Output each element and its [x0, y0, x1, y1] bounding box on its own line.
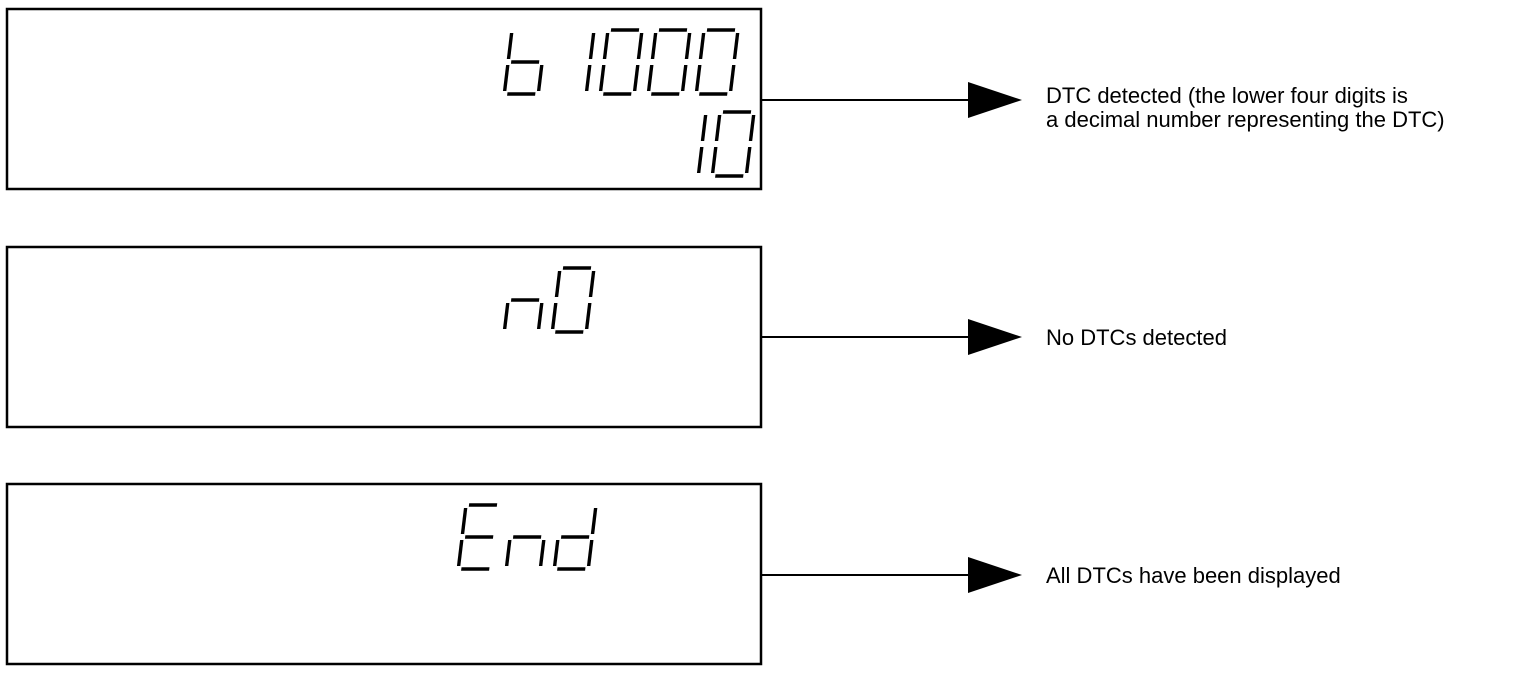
lcd-frame: [5, 7, 763, 191]
lcd-segment-c: [696, 147, 704, 173]
lcd-readout-line-2: [696, 110, 756, 178]
arrow-head-icon: [968, 319, 1022, 355]
lcd-segment-f: [714, 115, 722, 141]
lcd-segment-e: [694, 65, 702, 91]
display-panel-end: [5, 482, 1022, 666]
description-line-2: a decimal number representing the DTC): [1046, 107, 1445, 132]
lcd-glyph-0: [598, 28, 644, 96]
lcd-segment-e: [710, 147, 718, 173]
lcd-frame: [5, 245, 763, 429]
lcd-readout-line-1: [456, 503, 598, 571]
lcd-segment-c: [586, 540, 594, 566]
description-line-1: All DTCs have been displayed: [1046, 563, 1341, 588]
display-panel-dtc-detected: [5, 7, 1022, 191]
lcd-glyph-0: [694, 28, 740, 96]
lcd-segment-f: [698, 33, 706, 59]
lcd-segment-c: [744, 147, 752, 173]
lcd-glyph-1: [696, 115, 708, 173]
lcd-segment-c: [536, 303, 544, 329]
lcd-glyph-0: [646, 28, 692, 96]
lcd-segment-b: [590, 508, 598, 534]
lcd-segment-c: [728, 65, 736, 91]
lcd-segment-b: [748, 115, 756, 141]
lcd-segment-c: [584, 303, 592, 329]
lcd-glyph-E: [456, 503, 498, 571]
lcd-segment-b: [636, 33, 644, 59]
lcd-segment-c: [680, 65, 688, 91]
lcd-segment-f: [506, 33, 514, 59]
lcd-segment-e: [552, 540, 560, 566]
lcd-glyph-n: [502, 298, 544, 329]
lcd-segment-e: [598, 65, 606, 91]
description-line-1: No DTCs detected: [1046, 325, 1227, 350]
lcd-segment-c: [584, 65, 592, 91]
description-dtc-detected: DTC detected (the lower four digits is a…: [1046, 84, 1445, 132]
lcd-segment-b: [684, 33, 692, 59]
lcd-glyph-d: [552, 508, 598, 571]
lcd-frame: [5, 482, 763, 666]
lcd-segment-c: [632, 65, 640, 91]
lcd-segment-e: [550, 303, 558, 329]
lcd-segment-c: [538, 540, 546, 566]
lcd-segment-e: [504, 540, 512, 566]
lcd-segment-e: [502, 65, 510, 91]
lcd-readout-line-1: [502, 28, 740, 96]
arrow-head-icon: [968, 82, 1022, 118]
lcd-segment-f: [460, 508, 468, 534]
lcd-segment-e: [502, 303, 510, 329]
lcd-segment-f: [650, 33, 658, 59]
lcd-segment-e: [456, 540, 464, 566]
lcd-segment-e: [646, 65, 654, 91]
lcd-segment-b: [588, 33, 596, 59]
arrow-head-icon: [968, 557, 1022, 593]
lcd-readout-line-1: [502, 266, 596, 334]
description-no-dtc: No DTCs detected: [1046, 326, 1227, 350]
lcd-segment-f: [554, 271, 562, 297]
lcd-glyph-0: [550, 266, 596, 334]
lcd-segment-b: [700, 115, 708, 141]
lcd-segment-b: [588, 271, 596, 297]
description-end: All DTCs have been displayed: [1046, 564, 1341, 588]
lcd-segment-c: [536, 65, 544, 91]
description-line-1: DTC detected (the lower four digits is: [1046, 83, 1408, 108]
lcd-glyph-n: [504, 535, 546, 566]
lcd-glyph-b: [502, 33, 544, 96]
lcd-segment-f: [602, 33, 610, 59]
lcd-glyph-0: [710, 110, 756, 178]
lcd-glyph-1: [584, 33, 596, 91]
lcd-segment-b: [732, 33, 740, 59]
display-panel-no-dtc: [5, 245, 1022, 429]
